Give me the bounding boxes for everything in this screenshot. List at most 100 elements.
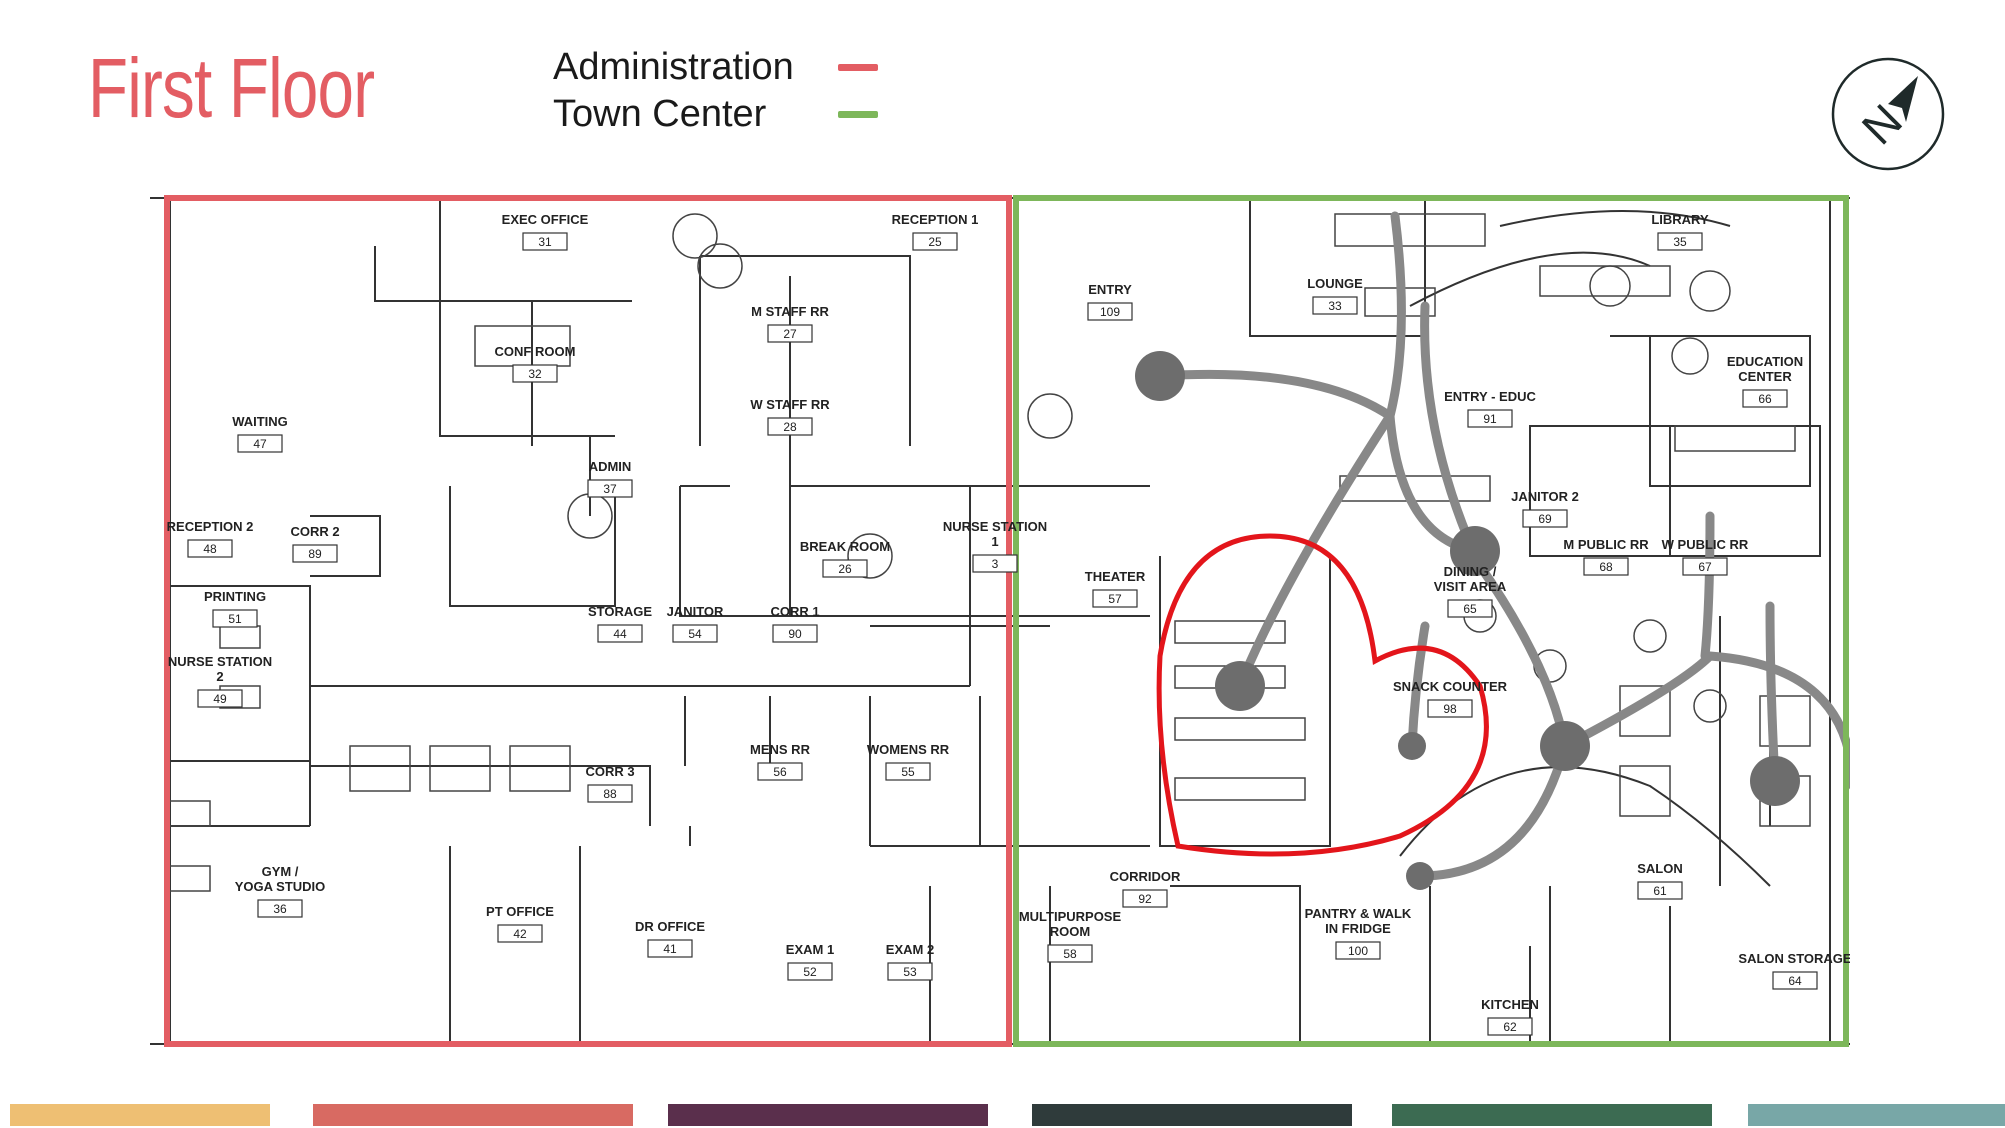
color-bar bbox=[1032, 1104, 1352, 1126]
room-name: NURSE STATION bbox=[943, 519, 1047, 534]
room-name: YOGA STUDIO bbox=[235, 879, 326, 894]
room-name: M PUBLIC RR bbox=[1563, 537, 1649, 552]
room-number-box bbox=[1087, 302, 1133, 321]
corridor-node bbox=[1398, 732, 1426, 760]
room-number-box bbox=[197, 689, 243, 708]
room-number-box bbox=[822, 559, 868, 578]
page-title: First Floor bbox=[88, 41, 375, 135]
room-name: M STAFF RR bbox=[751, 304, 829, 319]
room-number: 37 bbox=[603, 482, 617, 496]
room-number: 57 bbox=[1108, 592, 1122, 606]
room-name: 1 bbox=[991, 534, 998, 549]
room-number: 61 bbox=[1653, 884, 1667, 898]
color-bar bbox=[313, 1104, 633, 1126]
corridor-node bbox=[1750, 756, 1800, 806]
room-name: EDUCATION bbox=[1727, 354, 1803, 369]
room-name: RECEPTION 2 bbox=[167, 519, 254, 534]
room-number-box bbox=[1447, 599, 1493, 618]
room-number: 91 bbox=[1483, 412, 1497, 426]
room-name: SALON bbox=[1637, 861, 1683, 876]
room-label: JANITOR 54 bbox=[667, 604, 724, 643]
color-bar bbox=[1748, 1104, 2005, 1126]
room-name: PANTRY & WALK bbox=[1305, 906, 1412, 921]
room-number-box bbox=[1487, 1017, 1533, 1036]
room-name: W STAFF RR bbox=[750, 397, 830, 412]
room-name: RECEPTION 1 bbox=[892, 212, 979, 227]
corridor-branches bbox=[1155, 211, 1850, 881]
room-number-box bbox=[1522, 509, 1568, 528]
theater-highlight-heart bbox=[1156, 533, 1489, 857]
room-number: 55 bbox=[901, 765, 915, 779]
room-number: 54 bbox=[688, 627, 702, 641]
room-number-box bbox=[1637, 881, 1683, 900]
color-bar bbox=[10, 1104, 270, 1126]
room-number-box bbox=[887, 962, 933, 981]
room-label: EXAM 253 bbox=[886, 942, 934, 981]
town-center-region-outline bbox=[1013, 195, 1849, 1047]
room-number: 65 bbox=[1463, 602, 1477, 616]
room-name: JANITOR bbox=[667, 604, 724, 619]
room-name: EXAM 2 bbox=[886, 942, 934, 957]
legend: Administration Town Center bbox=[553, 44, 878, 138]
room-name: CORR 1 bbox=[770, 604, 819, 619]
room-number-box bbox=[1682, 557, 1728, 576]
room-number-box bbox=[1335, 941, 1381, 960]
room-number-box bbox=[912, 232, 958, 251]
room-number: 92 bbox=[1138, 892, 1152, 906]
room-name: PRINTING bbox=[204, 589, 266, 604]
room-name: SNACK COUNTER bbox=[1393, 679, 1508, 694]
room-number-box bbox=[1122, 889, 1168, 908]
room-number-box bbox=[587, 784, 633, 803]
room-label: SALON 61 bbox=[1637, 861, 1683, 900]
room-number: 35 bbox=[1673, 235, 1687, 249]
room-number: 89 bbox=[308, 547, 322, 561]
room-label: RECEPTION 248 bbox=[167, 519, 254, 558]
room-number-box bbox=[237, 434, 283, 453]
room-number: 56 bbox=[773, 765, 787, 779]
room-number-box bbox=[597, 624, 643, 643]
room-number-box bbox=[1742, 389, 1788, 408]
legend-item-administration: Administration bbox=[553, 44, 878, 91]
corridor-node bbox=[1135, 351, 1185, 401]
corridor-node bbox=[1540, 721, 1590, 771]
room-name: ROOM bbox=[1050, 924, 1090, 939]
room-name: IN FRIDGE bbox=[1325, 921, 1391, 936]
room-number: 52 bbox=[803, 965, 817, 979]
room-number-box bbox=[512, 364, 558, 383]
room-number-box bbox=[972, 554, 1018, 573]
color-bar bbox=[1392, 1104, 1712, 1126]
room-number: 27 bbox=[783, 327, 797, 341]
room-number: 98 bbox=[1443, 702, 1457, 716]
room-number: 58 bbox=[1063, 947, 1077, 961]
room-number-box bbox=[1772, 971, 1818, 990]
room-name: STORAGE bbox=[588, 604, 652, 619]
room-number: 67 bbox=[1698, 560, 1712, 574]
room-number-box bbox=[672, 624, 718, 643]
room-number: 31 bbox=[538, 235, 552, 249]
room-label: CORR 388 bbox=[585, 764, 635, 803]
room-number-box bbox=[187, 539, 233, 558]
color-bar bbox=[668, 1104, 988, 1126]
room-number: 100 bbox=[1348, 944, 1368, 958]
